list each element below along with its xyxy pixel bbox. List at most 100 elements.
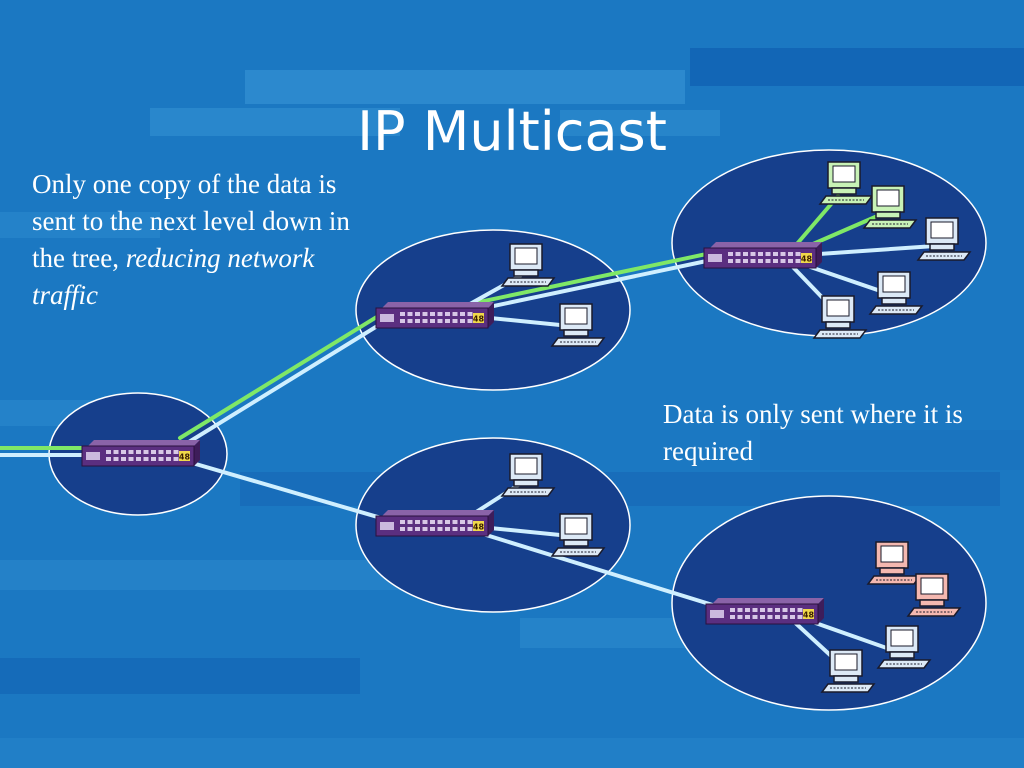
switch-badge-bg [473,313,484,323]
switch-port [467,312,473,316]
computer [500,453,556,497]
background-band [150,108,400,136]
switch-port [797,608,803,612]
switch-port [730,608,735,612]
switch-top [88,440,200,446]
switch-upper-right: 48 [703,242,822,269]
switch-port [143,450,149,454]
switch-port [745,608,750,612]
monitor-screen [832,165,856,183]
switch-port [128,450,134,454]
left-caption-emphasis: reducing network traffic [32,243,315,310]
switch-port [415,312,420,316]
switch-port [765,252,771,256]
slide-title: IP Multicast [357,100,667,163]
switch-port [430,319,435,323]
monitor-screen [514,247,538,265]
switch-lower-middle: 48 [375,510,494,537]
monitor-screen [930,221,954,239]
switch-port [775,608,780,612]
switch-port [452,312,458,316]
switch-root: 48 [81,440,200,467]
computer [820,649,876,693]
switch-port [422,319,428,323]
switch-panel [710,610,724,618]
switch-port [460,319,465,323]
switch-port [151,457,156,461]
computer-base [919,599,945,607]
switch-port [166,457,171,461]
background-band [690,48,1024,86]
switch-port [407,319,413,323]
switch-port [780,252,786,256]
switch-port [106,450,111,454]
computer [868,271,924,315]
switch-port [790,608,795,612]
switch-port [737,608,743,612]
switch-port [745,615,750,619]
switch-port [752,615,758,619]
switch-port [750,252,756,256]
switch-port [452,319,458,323]
switch-port [760,608,765,612]
computer-base [563,329,589,337]
switch-upper-middle: 48 [375,302,494,329]
switch-top [710,242,822,248]
switch-port [460,527,465,531]
switch-port [788,252,793,256]
switch-side [194,440,200,466]
switch-port [113,457,119,461]
switch-side [488,510,494,536]
switch-port [415,527,420,531]
switch-port [743,252,748,256]
switch-port [767,608,773,612]
switch-top [382,510,494,516]
switch-port [407,520,413,524]
switch-port [728,252,733,256]
switch-badge-label: 48 [473,315,485,324]
switch-port [780,259,786,263]
link-root-lower [180,458,390,522]
computer [876,625,932,669]
switch-port [765,259,771,263]
switch-port [106,457,111,461]
monitor-screen [876,189,900,207]
switch-port [430,312,435,316]
switch-port [767,615,773,619]
switch-port [158,457,164,461]
switch-port [773,252,778,256]
computer [818,161,874,205]
background-band [560,110,720,136]
switch-lower-right: 48 [705,598,824,625]
monitor-screen [514,457,538,475]
computer-base [889,651,915,659]
switch-badge-bg [473,521,484,531]
switch-badge-label: 48 [179,453,191,462]
background-band [0,658,360,694]
switch-port [136,457,141,461]
switch-top [382,302,494,308]
switch-top [712,598,824,604]
switch-port [173,450,179,454]
switch-port [400,520,405,524]
link-lower-right [468,528,718,608]
switch-port [460,312,465,316]
switch-port [795,259,801,263]
background-band [760,430,1024,470]
monitor-screen [880,545,904,563]
switch-port [452,520,458,524]
switch-port [437,319,443,323]
switch-port [415,520,420,524]
switch-panel [380,314,394,322]
computer [550,513,606,557]
switch-port [795,252,801,256]
computer-base [563,539,589,547]
switch-port [437,520,443,524]
switch-port [400,312,405,316]
switch-port [430,527,435,531]
computer-base [513,269,539,277]
switch-port [788,259,793,263]
switch-port [782,615,788,619]
switch-port [430,520,435,524]
